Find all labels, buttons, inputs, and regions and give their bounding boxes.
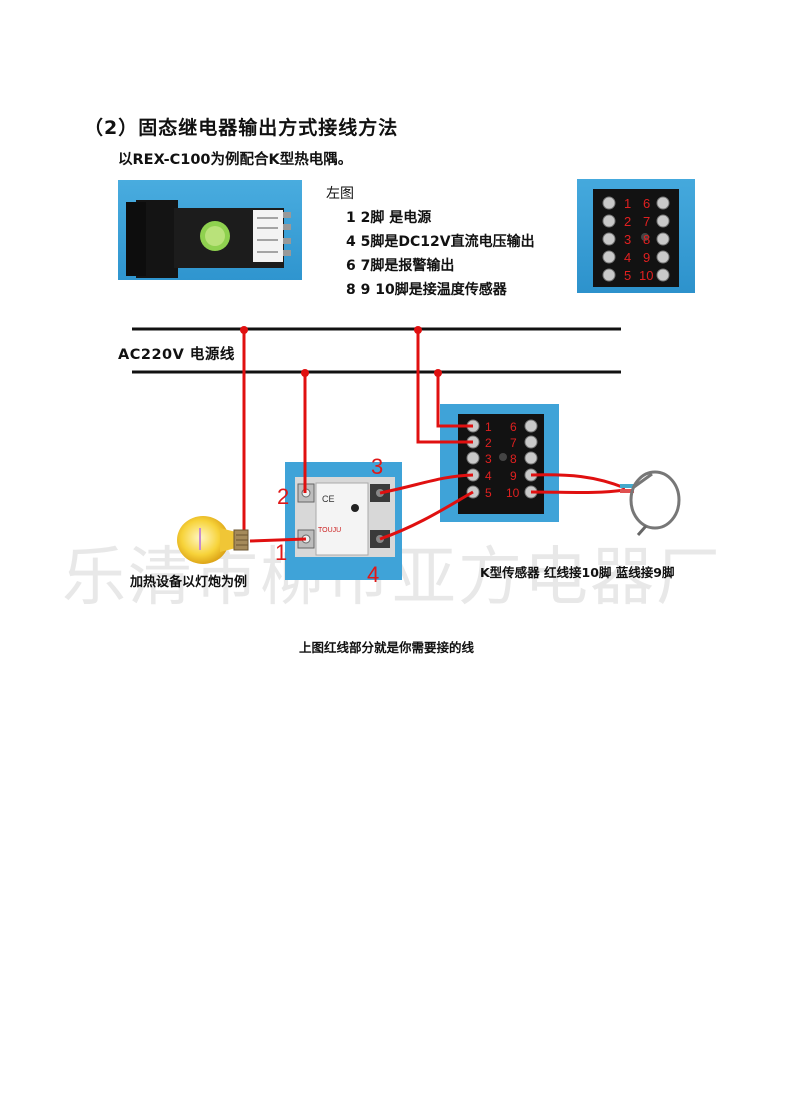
- svg-text:9: 9: [510, 469, 517, 483]
- svg-text:2: 2: [485, 436, 492, 450]
- svg-text:8: 8: [643, 232, 650, 247]
- controller-photo: [118, 180, 302, 280]
- controller-body-icon: [126, 200, 291, 278]
- svg-text:3: 3: [485, 452, 492, 466]
- controller-socket-icon: 1 2 3 4 5 6 7 8 9 10: [458, 414, 544, 514]
- svg-text:10: 10: [639, 268, 653, 283]
- section-title: （2）固态继电器输出方式接线方法: [84, 117, 399, 139]
- pin-legend-row: 4 5脚是DC12V直流电压输出: [346, 234, 535, 250]
- ssr-terminal-numbers: 2 3 1 4: [275, 454, 383, 587]
- svg-text:1: 1: [275, 540, 287, 565]
- pin-legend-heading: 左图: [326, 186, 354, 202]
- svg-text:3: 3: [371, 454, 383, 479]
- pin-legend-row: 1 2脚 是电源: [346, 210, 432, 226]
- svg-text:2: 2: [277, 484, 289, 509]
- svg-text:4: 4: [367, 562, 379, 587]
- thermocouple-sensor-icon: [620, 470, 681, 536]
- section-subtitle: 以REX-C100为例配合K型热电隅。: [118, 152, 353, 168]
- wiring-diagram: CE TOUJU 1 2 3 4 5 6 7 8 9 10: [132, 326, 681, 587]
- svg-text:10: 10: [506, 486, 520, 500]
- svg-text:1: 1: [624, 196, 631, 211]
- svg-text:3: 3: [624, 232, 631, 247]
- svg-text:1: 1: [485, 420, 492, 434]
- svg-text:TOUJU: TOUJU: [318, 527, 341, 534]
- svg-text:5: 5: [485, 486, 492, 500]
- pin-legend: 左图 1 2脚 是电源 4 5脚是DC12V直流电压输出 6 7脚是报警输出 8…: [326, 182, 535, 302]
- svg-text:4: 4: [624, 250, 631, 265]
- socket-photo: 1 2 3 4 5 6 7 8 9 10: [577, 179, 695, 293]
- svg-text:CE: CE: [322, 494, 335, 504]
- pin-legend-row: 6 7脚是报警输出: [346, 258, 455, 274]
- svg-text:8: 8: [510, 452, 517, 466]
- sensor-caption: K型传感器 红线接10脚 蓝线接9脚: [480, 565, 675, 580]
- svg-text:7: 7: [510, 436, 517, 450]
- red-wires: [242, 329, 626, 543]
- terminal-socket-icon: 1 2 3 4 5 6 7 8 9 10: [593, 189, 679, 287]
- svg-text:4: 4: [485, 469, 492, 483]
- light-bulb-icon: [177, 516, 249, 564]
- lamp-caption: 加热设备以灯炮为例: [130, 575, 248, 590]
- svg-text:6: 6: [643, 196, 650, 211]
- svg-text:2: 2: [624, 214, 631, 229]
- svg-text:5: 5: [624, 268, 631, 283]
- svg-text:9: 9: [643, 250, 650, 265]
- pin-legend-row: 8 9 10脚是接温度传感器: [346, 282, 507, 298]
- solid-state-relay-icon: CE TOUJU: [295, 477, 395, 557]
- junction-dots: [240, 326, 442, 377]
- svg-text:7: 7: [643, 214, 650, 229]
- footnote: 上图红线部分就是你需要接的线: [299, 640, 475, 655]
- power-line-label: AC220V 电源线: [118, 347, 235, 363]
- svg-text:6: 6: [510, 420, 517, 434]
